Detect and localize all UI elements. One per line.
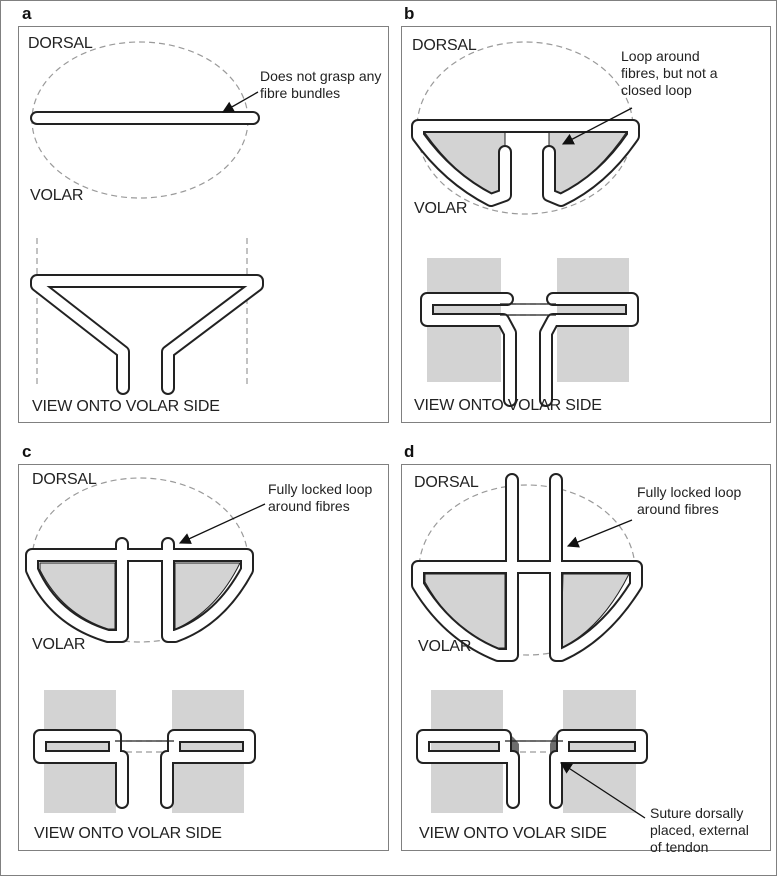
- panel-c-label: c: [22, 442, 32, 461]
- panel-a-box: [18, 26, 389, 423]
- view-label: VIEW ONTO VOLAR SIDE: [34, 825, 222, 842]
- panel-a-drawing: [32, 41, 259, 388]
- panel-a-label: a: [22, 4, 32, 23]
- panel-d-drawing: [418, 480, 646, 819]
- volar-label: VOLAR: [30, 187, 84, 204]
- dorsal-label: DORSAL: [414, 474, 479, 491]
- annotation-arrow: [178, 503, 266, 544]
- annotation-arrow: [566, 519, 633, 548]
- panel-c-drawing: [32, 477, 266, 813]
- volar-label: VOLAR: [418, 638, 472, 655]
- volar-label: VOLAR: [414, 200, 468, 217]
- view-label: VIEW ONTO VOLAR SIDE: [32, 398, 220, 415]
- dorsal-label: DORSAL: [28, 35, 93, 52]
- view-label: VIEW ONTO VOLAR SIDE: [419, 825, 607, 842]
- annotation-arrow: [560, 762, 646, 819]
- dorsal-label: DORSAL: [32, 471, 97, 488]
- panel-d-label: d: [404, 442, 415, 461]
- panel-b-drawing: [417, 41, 636, 400]
- annotation-arrow: [221, 91, 259, 113]
- dorsal-label: DORSAL: [412, 37, 477, 54]
- volar-label: VOLAR: [32, 636, 86, 653]
- annotation-arrow: [561, 107, 633, 145]
- panel-b-label: b: [404, 4, 415, 23]
- view-label: VIEW ONTO VOLAR SIDE: [414, 397, 602, 414]
